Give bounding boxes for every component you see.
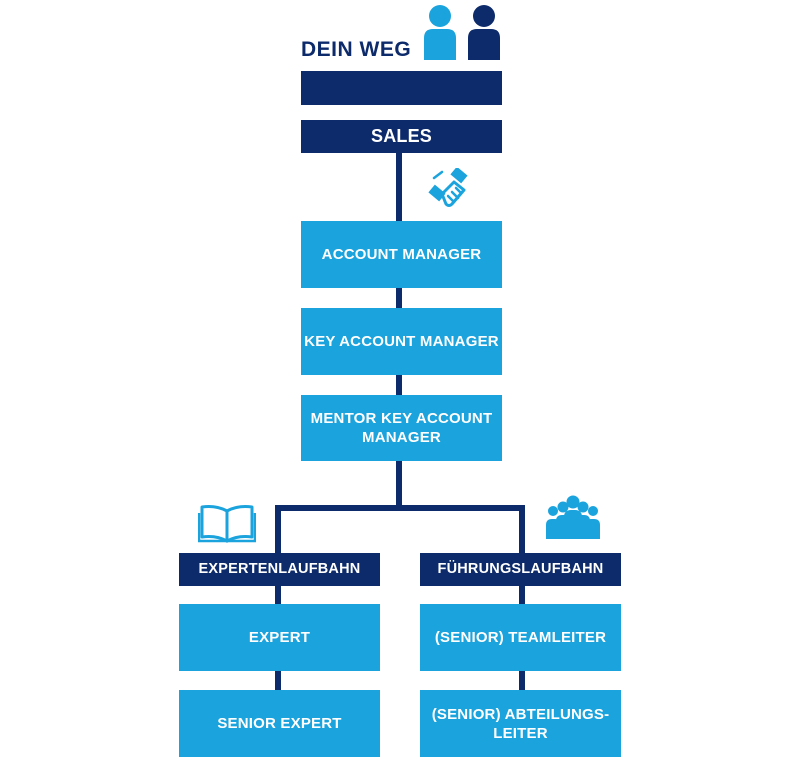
group-people-icon — [546, 495, 600, 539]
connector-account-to-key-account — [396, 287, 402, 309]
step-key-account-manager: KEY ACCOUNT MANAGER — [301, 308, 502, 375]
step-senior-expert: SENIOR EXPERT — [179, 690, 380, 757]
connector-split-right-down — [519, 505, 525, 555]
page-title: DEIN WEG — [301, 38, 412, 61]
step-mentor-key-account-manager: MENTOR KEY ACCOUNT MANAGER — [301, 395, 502, 461]
step-account-manager: ACCOUNT MANAGER — [301, 221, 502, 288]
connector-split-horizontal — [275, 505, 525, 511]
connector-leadership-title-to-teamleiter — [519, 585, 525, 605]
header-bar — [301, 71, 502, 105]
step-abteilungsleiter-line1: (SENIOR) ABTEILUNGS- — [431, 705, 610, 723]
track-sales-box: SALES — [301, 120, 502, 153]
step-senior-abteilungsleiter: (SENIOR) ABTEILUNGS- LEITER — [420, 690, 621, 757]
branch-expert-title: EXPERTENLAUFBAHN — [179, 553, 380, 586]
step-senior-teamleiter: (SENIOR) TEAMLEITER — [420, 604, 621, 671]
connector-sales-to-account-manager — [396, 152, 402, 222]
connector-expert-title-to-expert — [275, 585, 281, 605]
step-mentor-line1: MENTOR KEY ACCOUNT — [310, 410, 493, 427]
step-abteilungsleiter-line2: LEITER — [493, 724, 548, 742]
two-people-icon — [424, 5, 500, 60]
connector-teamleiter-to-abteilungsleiter — [519, 671, 525, 691]
handshake-icon — [428, 168, 468, 207]
connector-split-left-down — [275, 505, 281, 555]
connector-mentor-to-split — [396, 460, 402, 508]
step-mentor-line2: MANAGER — [362, 429, 441, 446]
connector-key-account-to-mentor — [396, 374, 402, 396]
connector-expert-to-senior-expert — [275, 671, 281, 691]
branch-leadership-title: FÜHRUNGSLAUFBAHN — [420, 553, 621, 586]
step-expert: EXPERT — [179, 604, 380, 671]
track-sales-label: SALES — [370, 126, 432, 146]
open-book-icon — [198, 505, 256, 543]
